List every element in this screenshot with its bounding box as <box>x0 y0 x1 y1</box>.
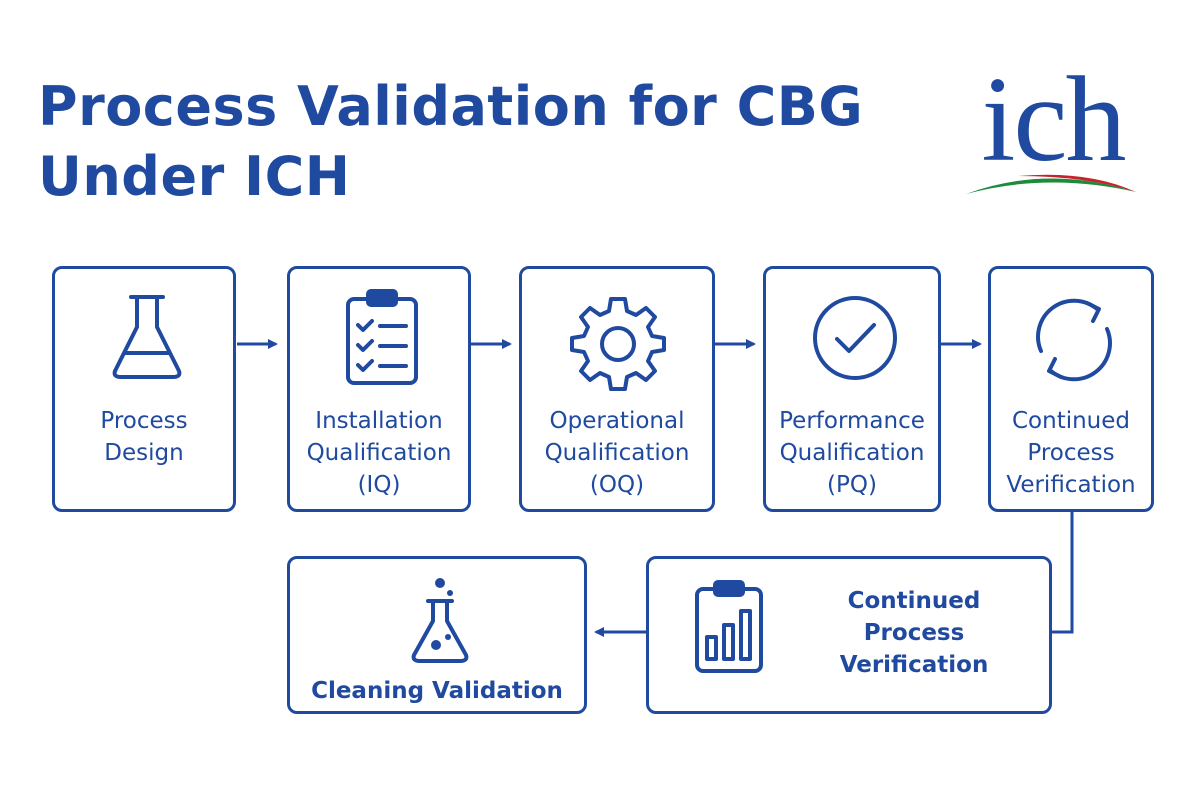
step-label: Operational Qualification (OQ) <box>544 408 690 498</box>
step-continued-process-verification-bottom: Continued Process Verification <box>646 556 1052 714</box>
step-continued-process-verification: Continued Process Verification <box>988 266 1154 512</box>
refresh-cycle-icon <box>1036 298 1112 382</box>
clipboard-checklist-icon <box>346 289 418 385</box>
check-circle-icon <box>813 296 897 380</box>
step-performance-qualification: Performance Qualification (PQ) <box>763 266 941 512</box>
logo-swoosh-icon <box>966 174 1136 194</box>
step-label: Continued Process Verification <box>839 588 989 678</box>
step-cleaning-validation: Cleaning Validation <box>287 556 587 714</box>
title-line-2: Under ICH <box>38 145 351 208</box>
ich-logo: ich <box>958 52 1148 200</box>
step-label: Cleaning Validation <box>311 678 563 704</box>
gear-icon <box>570 297 666 391</box>
ich-logo-text: ich <box>981 52 1126 187</box>
arrow-5-to-6 <box>1052 512 1074 634</box>
clipboard-bar-chart-icon <box>695 580 763 673</box>
page-title: Process Validation for CBG Under ICH <box>38 72 863 212</box>
step-label: Installation Qualification (IQ) <box>306 408 452 498</box>
step-label: Process Design <box>100 408 188 466</box>
step-operational-qualification: Operational Qualification (OQ) <box>519 266 715 512</box>
step-label: Continued Process Verification <box>1006 408 1136 498</box>
title-line-1: Process Validation for CBG <box>38 75 864 138</box>
flask-icon <box>112 295 182 379</box>
step-process-design: Process Design <box>52 266 236 512</box>
step-installation-qualification: Installation Qualification (IQ) <box>287 266 471 512</box>
step-label: Performance Qualification (PQ) <box>779 408 925 498</box>
bubbling-flask-icon <box>411 578 469 663</box>
